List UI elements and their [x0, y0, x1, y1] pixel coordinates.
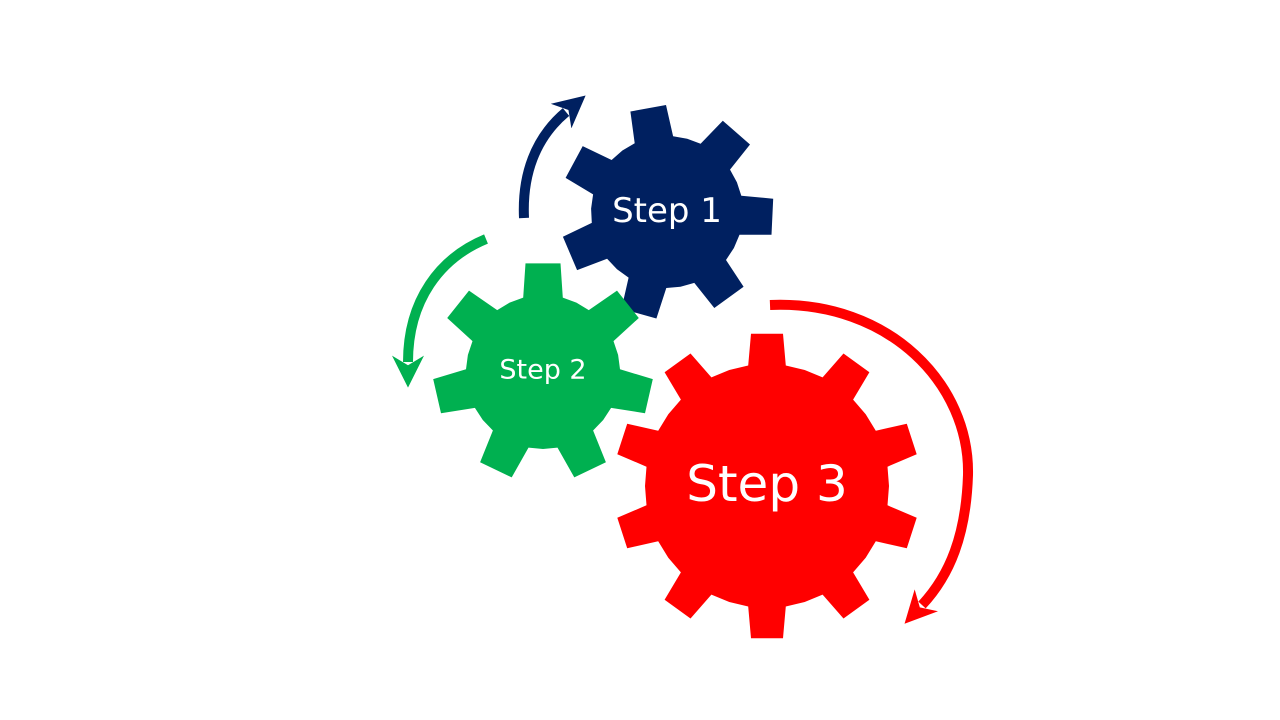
step-1-cycle-arrow — [518, 95, 586, 219]
step-3-label: Step 3 — [686, 455, 848, 513]
step-1-label: Step 1 — [612, 191, 722, 231]
step-1-gear-shape — [562, 105, 774, 319]
step-3-cycle-arrow — [769, 299, 974, 624]
step-1-gear: Step 1 — [562, 105, 774, 319]
step-2-cycle-arrow — [392, 234, 488, 388]
step-2-label: Step 2 — [499, 355, 586, 386]
step-3-gear: Step 3 — [617, 333, 917, 639]
step-3-gear-shape — [617, 333, 917, 639]
step-2-gear: Step 2 — [433, 263, 653, 478]
step-2-gear-shape — [433, 263, 653, 478]
